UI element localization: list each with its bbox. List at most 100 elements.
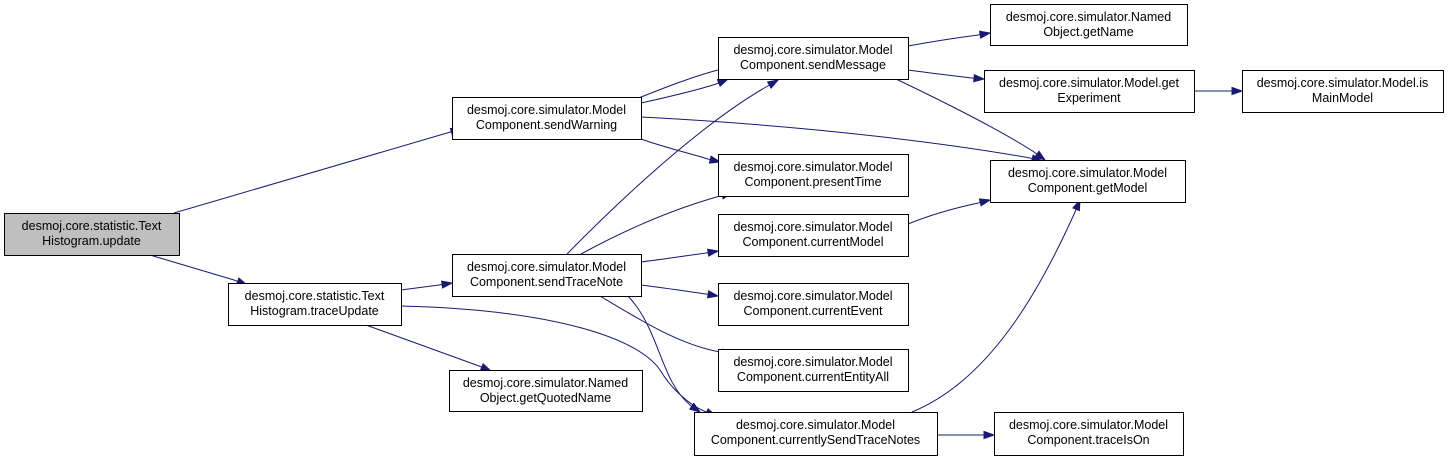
edge-n3-n7	[580, 191, 734, 255]
node-label-line: Component.traceIsOn	[1027, 433, 1149, 447]
node-label-line: desmoj.core.simulator.Model	[733, 160, 892, 174]
edge-n5-n14	[937, 430, 996, 440]
edge-line	[365, 324, 483, 368]
node-label-line: Component.getModel	[1028, 181, 1148, 195]
node-label-line: desmoj.core.simulator.Model	[467, 260, 626, 274]
node-box	[452, 97, 642, 140]
edge-n6-n13	[895, 78, 1047, 161]
node-n12[interactable]: desmoj.core.simulator.Model.getExperimen…	[984, 70, 1195, 113]
node-label-line: Component.currentlySendTraceNotes	[711, 433, 920, 447]
edge-line	[640, 252, 710, 263]
node-box	[1242, 70, 1444, 113]
node-label-line: desmoj.core.simulator.Model	[736, 418, 895, 432]
node-n9[interactable]: desmoj.core.simulator.ModelComponent.cur…	[718, 283, 909, 326]
edge-n0-n2	[149, 254, 249, 286]
node-n13[interactable]: desmoj.core.simulator.ModelComponent.get…	[990, 160, 1186, 203]
node-n7[interactable]: desmoj.core.simulator.ModelComponent.pre…	[718, 154, 909, 197]
edge-arrowhead	[1231, 86, 1244, 96]
node-box	[452, 254, 642, 297]
node-label-line: desmoj.core.simulator.Model	[733, 355, 892, 369]
edge-arrowhead	[766, 79, 780, 89]
edge-arrowhead	[708, 155, 722, 164]
edge-line	[627, 295, 693, 408]
node-label-line: Component.currentEvent	[744, 304, 883, 318]
edge-line	[400, 305, 708, 413]
node-n0[interactable]: desmoj.core.statistic.TextHistogram.upda…	[4, 213, 180, 256]
node-n10[interactable]: desmoj.core.simulator.ModelComponent.cur…	[718, 349, 909, 392]
edge-n3-n5	[627, 295, 702, 413]
edge-n12-n15	[1194, 86, 1244, 96]
edge-arrowhead	[706, 248, 720, 257]
edge-arrowhead	[688, 402, 702, 413]
node-label-line: Component.sendWarning	[476, 118, 617, 132]
node-label-line: Object.getQuotedName	[480, 391, 611, 405]
edge-n3-n8	[640, 248, 720, 263]
node-n4[interactable]: desmoj.core.simulator.NamedObject.getQuo…	[449, 370, 643, 412]
node-label-line: desmoj.core.simulator.Model	[467, 103, 626, 117]
node-box	[718, 214, 909, 257]
node-label-line: desmoj.core.statistic.Text	[245, 289, 385, 303]
edge-line	[640, 138, 712, 161]
edge-line	[640, 116, 1034, 160]
node-label-line: Component.currentModel	[742, 235, 883, 249]
node-box	[718, 37, 909, 80]
node-n2[interactable]: desmoj.core.statistic.TextHistogram.trac…	[228, 283, 402, 326]
edge-line	[400, 283, 444, 291]
node-n6[interactable]: desmoj.core.simulator.ModelComponent.sen…	[718, 37, 909, 80]
node-label-line: desmoj.core.simulator.Model.is	[1257, 76, 1429, 90]
node-n1[interactable]: desmoj.core.simulator.ModelComponent.sen…	[452, 97, 642, 140]
edge-line	[907, 69, 976, 79]
edge-line	[640, 284, 710, 295]
edge-line	[149, 254, 239, 283]
edge-arrowhead	[479, 363, 493, 372]
edge-line	[640, 82, 720, 104]
node-n5[interactable]: desmoj.core.simulator.ModelComponent.cur…	[694, 412, 938, 456]
edge-n1-n7	[640, 138, 722, 164]
edge-line	[895, 78, 1038, 156]
node-box	[4, 213, 180, 256]
node-label-line: Object.getName	[1043, 25, 1133, 39]
node-label-line: desmoj.core.statistic.Text	[22, 219, 162, 233]
node-label-line: MainModel	[1312, 91, 1373, 105]
edge-n3-n9	[640, 284, 720, 299]
edge-line	[580, 194, 724, 255]
node-label-line: Component.sendTraceNote	[470, 275, 623, 289]
edge-n3-n10	[599, 295, 734, 357]
edge-arrowhead	[978, 198, 992, 207]
node-n11[interactable]: desmoj.core.simulator.NamedObject.getNam…	[990, 4, 1188, 46]
edge-arrowhead	[973, 73, 986, 83]
node-n8[interactable]: desmoj.core.simulator.ModelComponent.cur…	[718, 214, 909, 257]
edge-line	[911, 208, 1077, 413]
node-label-line: Component.presentTime	[744, 175, 881, 189]
node-label-line: Histogram.update	[42, 234, 141, 248]
edge-arrowhead	[441, 280, 454, 289]
edge-arrowhead	[1034, 150, 1047, 161]
node-label-line: desmoj.core.simulator.Model.get	[999, 76, 1179, 90]
edge-line	[173, 131, 453, 214]
node-n3[interactable]: desmoj.core.simulator.ModelComponent.sen…	[452, 254, 642, 297]
node-n14[interactable]: desmoj.core.simulator.ModelComponent.tra…	[994, 412, 1184, 456]
node-label-line: Experiment	[1057, 91, 1121, 105]
edge-line	[599, 295, 724, 354]
node-box	[718, 154, 909, 197]
node-box	[984, 70, 1195, 113]
edge-n5-n13	[911, 198, 1081, 413]
node-label-line: Component.sendMessage	[740, 58, 886, 72]
edge-n3-n6	[566, 79, 780, 255]
node-box	[228, 283, 402, 326]
node-label-line: desmoj.core.simulator.Model	[733, 220, 892, 234]
edge-n8-n13	[907, 198, 992, 225]
node-label-line: desmoj.core.simulator.Model	[733, 43, 892, 57]
node-label-line: desmoj.core.simulator.Model	[1009, 418, 1168, 432]
node-box	[718, 283, 909, 326]
edge-n1-n6	[640, 78, 730, 104]
edge-arrowhead	[706, 290, 720, 299]
edge-n0-n1	[173, 127, 463, 214]
edge-arrowhead	[716, 78, 730, 87]
edge-arrowhead	[978, 30, 992, 39]
node-label-line: desmoj.core.simulator.Named	[1006, 10, 1171, 24]
node-box	[449, 370, 643, 412]
